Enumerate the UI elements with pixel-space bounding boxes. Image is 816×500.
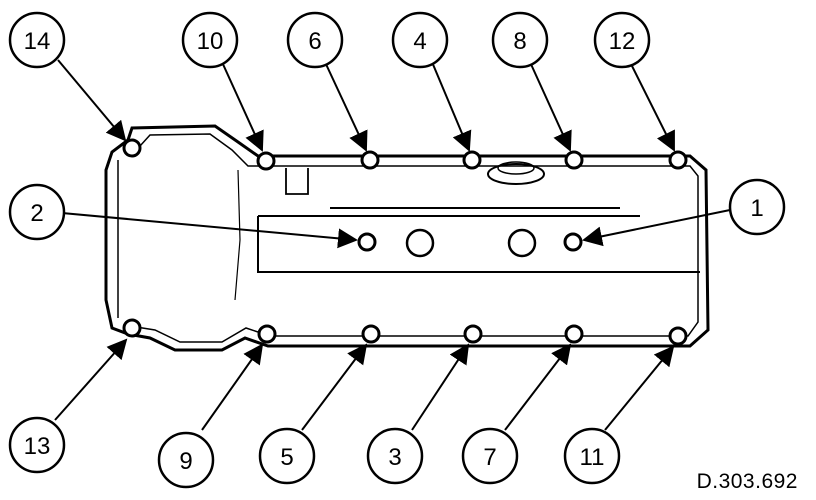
- bolt-6: [360, 150, 380, 170]
- callout-14: 14: [8, 11, 66, 69]
- svg-text:8: 8: [513, 28, 526, 55]
- callout-3: 3: [366, 427, 424, 485]
- callout-11: 11: [563, 427, 621, 485]
- svg-text:11: 11: [580, 444, 605, 471]
- callout-4: 4: [391, 11, 449, 69]
- bolt-7: [564, 324, 584, 344]
- bolt-13: [122, 318, 142, 338]
- bolt-heads: [122, 138, 688, 346]
- svg-text:10: 10: [197, 28, 224, 55]
- bolt-4: [462, 150, 482, 170]
- bolt-1: [563, 232, 583, 252]
- callout-10: 10: [181, 11, 239, 69]
- drawing-reference-code: D.303.692: [696, 470, 798, 493]
- bolt-10: [256, 151, 276, 171]
- svg-text:13: 13: [24, 433, 51, 460]
- svg-text:1: 1: [750, 195, 763, 222]
- bolt-11: [668, 326, 688, 346]
- svg-text:3: 3: [388, 444, 401, 471]
- svg-text:12: 12: [609, 28, 636, 55]
- callout-8: 8: [491, 11, 549, 69]
- callout-1: 1: [728, 178, 786, 236]
- svg-text:4: 4: [413, 28, 426, 55]
- bolt-2: [357, 232, 377, 252]
- valve-cover-outline: [104, 124, 710, 352]
- callout-12: 12: [593, 11, 651, 69]
- callout-9: 9: [157, 431, 215, 489]
- bolt-5: [361, 324, 381, 344]
- svg-text:5: 5: [280, 444, 293, 471]
- svg-text:14: 14: [24, 28, 51, 55]
- svg-text:7: 7: [483, 444, 496, 471]
- callout-7: 7: [461, 427, 519, 485]
- svg-text:9: 9: [179, 448, 192, 475]
- svg-text:2: 2: [30, 200, 43, 227]
- bolt-12: [668, 150, 688, 170]
- bolt-14: [122, 138, 142, 158]
- callouts: 14 10 6 4 8 12 2 1: [8, 11, 786, 489]
- leader-arrows: [54, 59, 731, 431]
- callout-13: 13: [8, 416, 66, 474]
- bolt-9: [257, 324, 277, 344]
- callout-2: 2: [8, 183, 66, 241]
- callout-6: 6: [286, 11, 344, 69]
- bolt-8: [564, 150, 584, 170]
- callout-5: 5: [258, 427, 316, 485]
- svg-text:6: 6: [308, 28, 321, 55]
- bolt-3: [463, 324, 483, 344]
